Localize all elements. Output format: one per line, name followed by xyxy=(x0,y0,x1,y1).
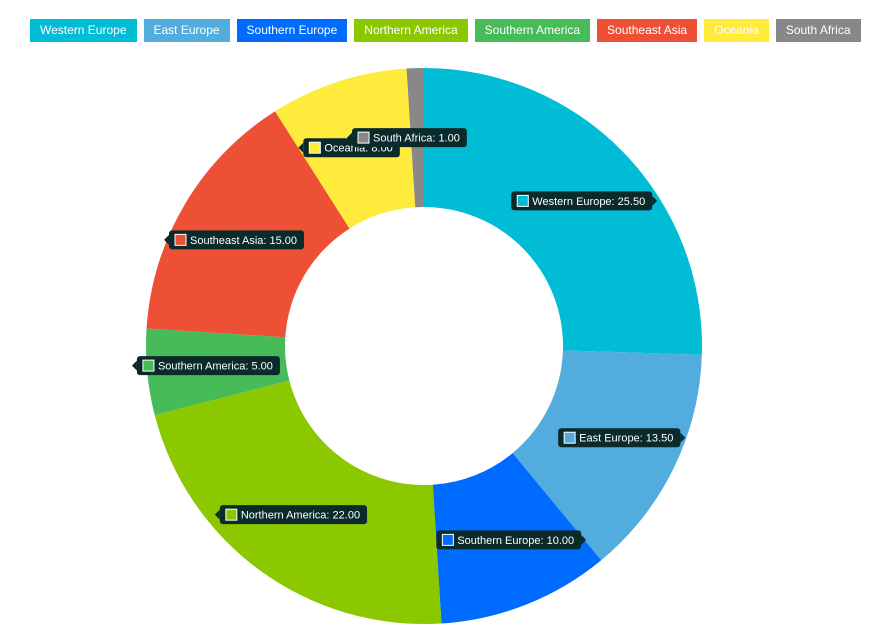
tooltip-box xyxy=(136,356,280,376)
tooltip-label: East Europe: 13.50 xyxy=(579,433,673,445)
tooltip-caret xyxy=(214,509,220,520)
tooltip-south-africa: South Africa: 1.00 xyxy=(347,128,467,148)
legend-item-oceania[interactable]: Oceania xyxy=(704,19,769,42)
tooltip-caret xyxy=(581,534,587,545)
tooltip-swatch xyxy=(308,141,321,154)
tooltip-label: Western Europe: 25.50 xyxy=(532,196,645,208)
tooltip-label: South Africa: 1.00 xyxy=(373,133,460,145)
tooltip-box xyxy=(436,530,582,550)
tooltip-caret xyxy=(652,195,658,206)
tooltip-swatch xyxy=(563,431,576,444)
tooltip-box xyxy=(558,428,681,448)
tooltip-box xyxy=(169,230,305,250)
tooltip-swatch xyxy=(441,533,454,546)
slice-western-europe[interactable] xyxy=(424,68,702,355)
tooltip-swatch xyxy=(174,233,187,246)
tooltip-southern-europe: Southern Europe: 10.00 xyxy=(436,530,587,550)
tooltip-caret xyxy=(298,142,304,153)
tooltip-western-europe: Western Europe: 25.50 xyxy=(511,191,658,211)
tooltip-label: Southern America: 5.00 xyxy=(158,361,273,373)
tooltip-east-europe: East Europe: 13.50 xyxy=(558,428,686,448)
slice-northern-america[interactable] xyxy=(154,380,442,624)
legend-item-southern-america[interactable]: Southern America xyxy=(474,19,591,42)
tooltip-caret xyxy=(347,132,353,143)
tooltip-label: Northern America: 22.00 xyxy=(241,510,360,522)
tooltip-box xyxy=(219,505,368,525)
legend-item-east-europe[interactable]: East Europe xyxy=(143,19,230,42)
tooltip-northern-america: Northern America: 22.00 xyxy=(214,505,368,525)
legend-item-southern-europe[interactable]: Southern Europe xyxy=(236,19,348,42)
tooltip-southern-america: Southern America: 5.00 xyxy=(131,356,280,376)
tooltip-box xyxy=(352,128,467,148)
tooltip-caret xyxy=(131,360,137,371)
chart-legend: Western Europe East Europe Southern Europe… xyxy=(30,19,861,42)
legend-item-southeast-asia[interactable]: Southeast Asia xyxy=(597,19,698,42)
legend-item-northern-america[interactable]: Northern America xyxy=(354,19,468,42)
legend-item-western-europe[interactable]: Western Europe xyxy=(30,19,137,42)
tooltip-swatch xyxy=(516,194,529,207)
legend-item-south-africa[interactable]: South Africa xyxy=(775,19,861,42)
tooltip-label: Southern Europe: 10.00 xyxy=(457,535,574,547)
tooltip-label: Southeast Asia: 15.00 xyxy=(190,235,297,247)
tooltip-caret xyxy=(164,234,170,245)
tooltip-caret xyxy=(680,432,686,443)
tooltip-southeast-asia: Southeast Asia: 15.00 xyxy=(164,230,305,250)
tooltip-swatch xyxy=(225,508,238,521)
tooltip-box xyxy=(511,191,653,211)
slice-east-europe[interactable] xyxy=(512,350,702,561)
tooltip-swatch xyxy=(357,131,370,144)
tooltip-swatch xyxy=(142,359,155,372)
slice-southeast-asia[interactable] xyxy=(146,111,350,338)
